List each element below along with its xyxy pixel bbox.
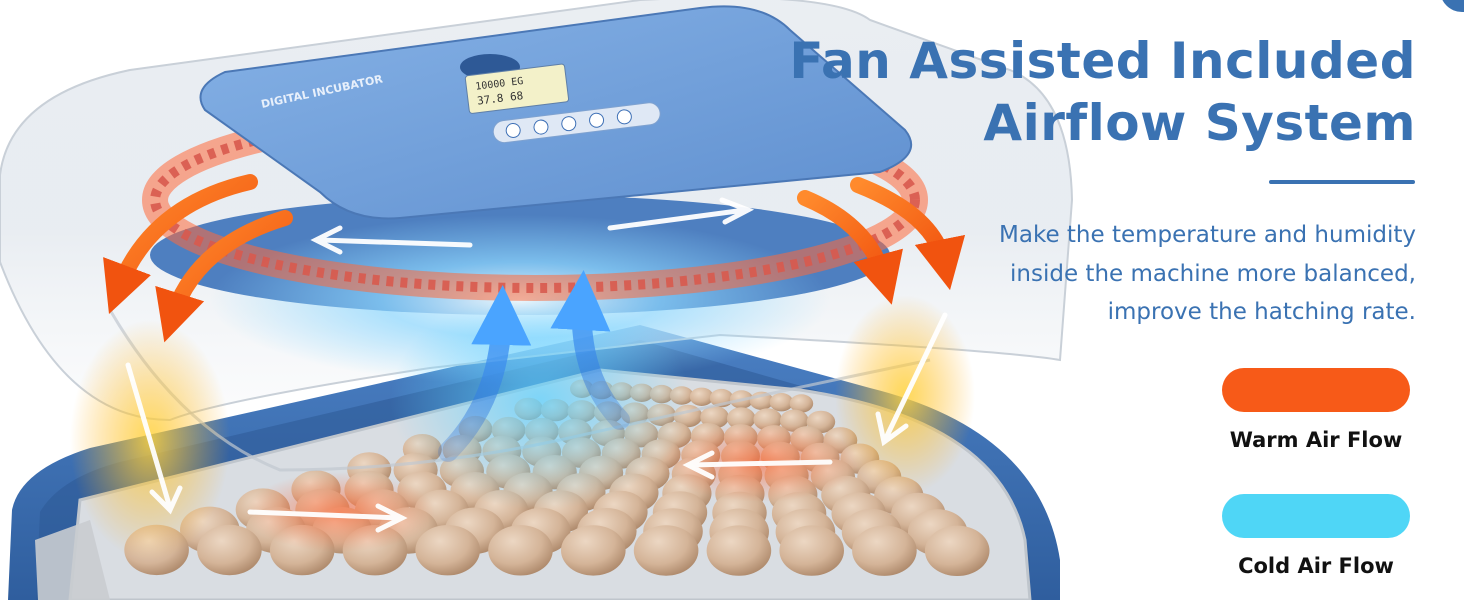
warm-arrow-left-inner [155,210,293,343]
warm-air-swatch [1222,368,1410,412]
warm-air-label: Warm Air Flow [1229,428,1403,452]
warm-glow-tray [245,472,435,552]
cold-arrow-right [550,270,630,430]
control-panel [199,5,913,220]
lcd-line-2: 37.8 68 [476,89,524,108]
egg [689,387,714,406]
white-flow-arrows [125,197,948,533]
page-title: Fan Assisted Included Airflow System [776,30,1416,154]
lcd-display: 10000 EG 37.8 68 [464,63,570,114]
control-buttons [492,102,661,144]
egg [700,406,729,429]
egg [415,525,481,576]
heating-ring-core [150,107,920,293]
description-line-3: improve the hatching rate. [1107,299,1416,325]
egg [488,525,553,576]
description-line-2: inside the machine more balanced, [1010,260,1416,287]
warm-arrow-right-outer [850,177,966,291]
egg [197,524,262,576]
title-divider [1269,180,1415,184]
title-line-2: Airflow System [983,94,1416,152]
egg [706,525,772,576]
legend-warm-air: Warm Air Flow [1216,368,1416,452]
vent-grille [35,520,110,600]
legend-cold-air: Cold Air Flow [1216,494,1416,578]
egg [769,393,794,412]
cold-glow-center [390,290,690,510]
warm-arrow-left-outer [103,174,258,314]
warm-arrow-right-inner [797,190,903,305]
egg [561,525,626,576]
egg [633,525,699,576]
egg [779,525,844,576]
egg [924,525,990,576]
egg [789,394,814,413]
cold-arrow-left [438,285,532,462]
cold-air-swatch [1222,494,1410,538]
egg [852,525,917,576]
feature-description: Make the temperature and humidity inside… [856,216,1416,332]
description-line-1: Make the temperature and humidity [999,222,1416,248]
title-line-1: Fan Assisted Included [789,32,1416,90]
cold-air-label: Cold Air Flow [1238,554,1394,578]
